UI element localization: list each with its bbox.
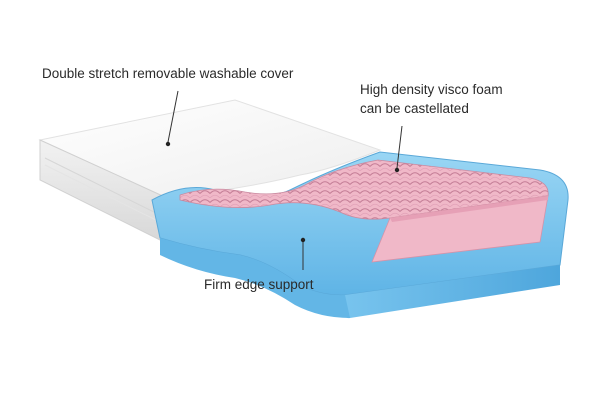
- leader-foam: [394, 125, 403, 173]
- leader-cover: [165, 90, 179, 147]
- label-cover: Double stretch removable washable cover: [42, 66, 294, 81]
- label-visco-foam-line1: High density visco foam: [360, 82, 503, 97]
- leader-edge: [300, 237, 306, 270]
- edge-foam-front: [343, 265, 560, 319]
- label-edge-support: Firm edge support: [204, 277, 314, 292]
- visco-foam-cut-face: [371, 195, 549, 263]
- label-visco-foam-line2: can be castellated: [360, 101, 469, 116]
- visco-foam-top: [179, 159, 549, 220]
- label-visco-foam: High density visco foam can be castellat…: [360, 80, 503, 118]
